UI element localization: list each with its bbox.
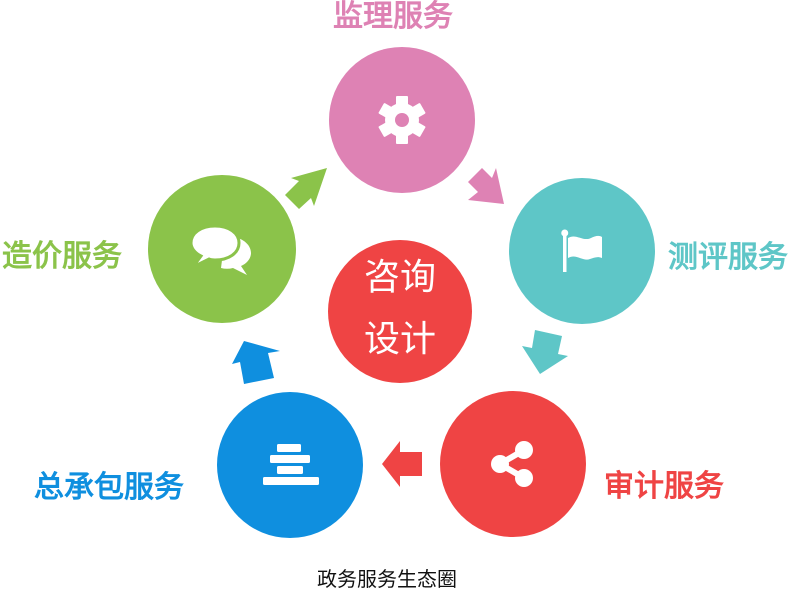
arrow-up-right-icon — [285, 168, 327, 209]
center-line-1: 咨询 — [363, 257, 436, 298]
label-audit: 审计服务 — [604, 469, 724, 504]
share-icon — [491, 441, 533, 487]
arrow-down-right-icon — [468, 168, 504, 204]
node-evaluation — [509, 178, 655, 324]
stack-icon — [263, 444, 319, 485]
center-line-2: 设计 — [363, 319, 436, 360]
label-supervision: 监理服务 — [333, 0, 453, 34]
flag-icon — [561, 229, 602, 272]
diagram-caption: 政务服务生态圈 — [317, 567, 457, 591]
node-costing — [148, 175, 296, 323]
node-supervision — [329, 47, 475, 193]
gear-icon — [378, 96, 426, 144]
arrow-down-icon — [522, 330, 568, 374]
arrow-up-icon — [232, 341, 280, 384]
label-epc: 总承包服务 — [34, 470, 184, 505]
arrow-left-icon — [382, 441, 422, 487]
label-costing: 造价服务 — [2, 239, 122, 274]
node-audit — [440, 391, 586, 537]
center-node: 咨询 设计 — [328, 240, 472, 383]
chat-bubbles-icon — [189, 224, 251, 275]
label-evaluation: 测评服务 — [668, 240, 788, 275]
node-epc — [217, 392, 363, 538]
